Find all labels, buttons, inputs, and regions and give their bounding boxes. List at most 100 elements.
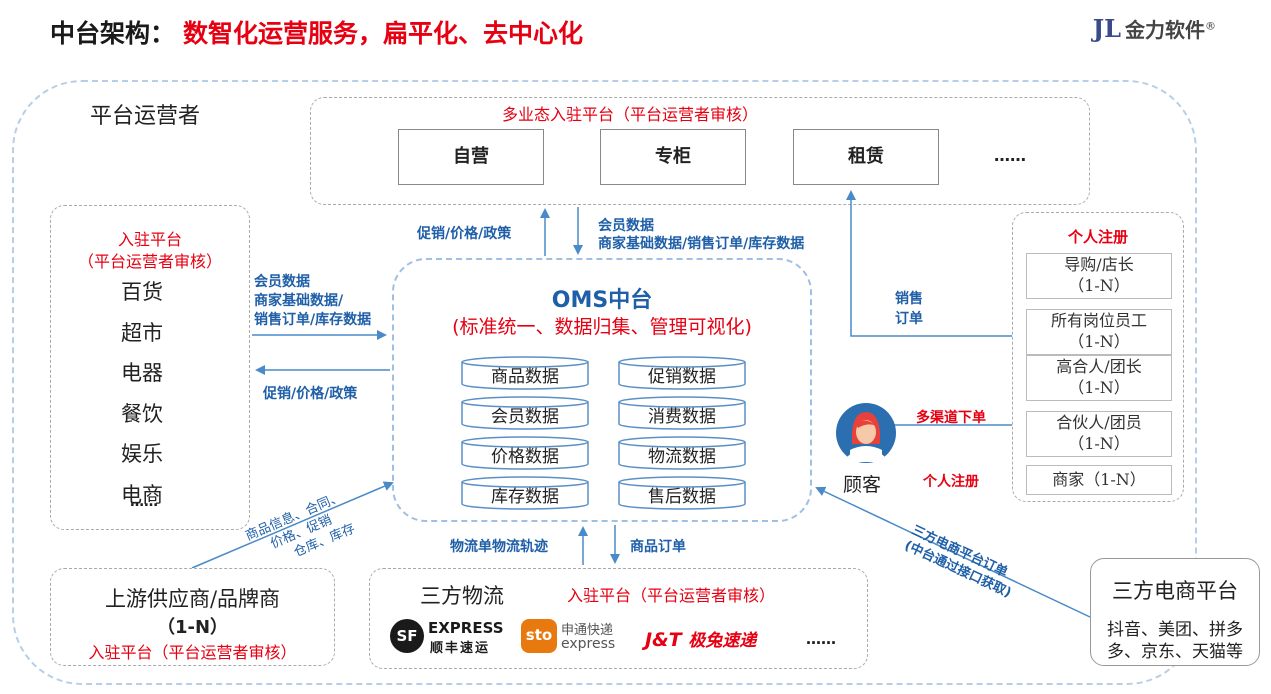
logistics-title: 三方物流	[420, 584, 504, 608]
ecommerce-list: 抖音、美团、拼多 多、京东、天猫等	[1090, 619, 1260, 663]
customer-avatar-icon	[836, 403, 896, 463]
left-platform-list: 百货 超市 电器 餐饮 娱乐 电商	[121, 272, 163, 515]
db-inventory: 库存数据	[461, 476, 589, 510]
supplier-count: （1-N）	[156, 617, 229, 638]
operator-label: 平台运营者	[90, 104, 201, 129]
label-left-in-3: 销售订单/库存数据	[254, 312, 372, 328]
label-product-order: 商品订单	[630, 539, 686, 555]
arrow-personal-to-top	[846, 190, 1012, 337]
label-sales-1: 销售	[895, 291, 923, 307]
sto-line1: 申通快递	[561, 623, 614, 638]
label-left-in-2: 商家基础数据/	[254, 293, 344, 309]
jt-mark: J&T	[645, 629, 682, 651]
page-title-highlight: 数智化运营服务，扁平化、去中心化	[183, 19, 584, 48]
left-platform-title: 入驻平台	[117, 230, 182, 249]
arrow-supplier-to-oms	[191, 481, 394, 569]
ecommerce-box	[1090, 558, 1260, 666]
logo-mark: JL	[1092, 14, 1121, 43]
jt-text: 极兔速递	[688, 631, 757, 651]
db-consumption: 消费数据	[618, 396, 746, 430]
database-icon	[618, 396, 746, 430]
db-promotion: 促销数据	[618, 356, 746, 390]
role-group-leader-name: 高合人/团长	[1056, 357, 1142, 376]
logo-text: 金力软件	[1125, 18, 1205, 42]
db-promotion-label: 促销数据	[648, 367, 716, 387]
supplier-note: 入驻平台（平台运营者审核）	[88, 643, 297, 662]
role-partner-name: 合伙人/团员	[1056, 413, 1142, 432]
supplier-title: 上游供应商/品牌商	[104, 587, 281, 611]
db-member: 会员数据	[461, 396, 589, 430]
jt-express-logo: J&T 极兔速递	[645, 626, 756, 651]
role-partner-count: （1-N）	[1068, 434, 1130, 453]
database-icon	[461, 356, 589, 390]
role-all-staff-count: （1-N）	[1068, 332, 1130, 351]
platform-operator-boundary	[12, 80, 1197, 685]
ecommerce-line2: 多、京东、天猫等	[1107, 642, 1243, 662]
database-icon	[618, 436, 746, 470]
label-sales-2: 订单	[895, 311, 923, 327]
sto-mark: sto	[521, 619, 557, 653]
database-icon	[461, 436, 589, 470]
role-merchant-name: 商家（1-N）	[1052, 470, 1146, 489]
sf-mark: SF	[390, 619, 424, 653]
multi-format-platform-title: 多业态入驻平台（平台运营者审核）	[501, 105, 758, 124]
db-product: 商品数据	[461, 356, 589, 390]
db-price-label: 价格数据	[491, 447, 559, 467]
role-all-staff: 所有岗位员工 （1-N）	[1026, 309, 1172, 355]
role-group-leader: 高合人/团长 （1-N）	[1026, 355, 1172, 401]
customer-label: 顾客	[843, 474, 882, 496]
logistics-more: ……	[806, 630, 836, 648]
personal-register-title: 个人注册	[1067, 228, 1128, 246]
category-entertainment: 娱乐	[121, 442, 163, 466]
label-left-in-1: 会员数据	[254, 274, 310, 290]
role-partner: 合伙人/团员 （1-N）	[1026, 411, 1172, 457]
sto-express-logo: sto 申通快递 express	[521, 617, 631, 655]
db-after-sales: 售后数据	[618, 476, 746, 510]
db-product-label: 商品数据	[491, 367, 559, 387]
db-after-sales-label: 售后数据	[648, 487, 716, 507]
database-icon	[461, 476, 589, 510]
label-top-down-1: 会员数据	[598, 218, 654, 234]
label-left-out: 促销/价格/政策	[263, 386, 358, 402]
format-self-operated: 自营	[398, 129, 544, 185]
db-price: 价格数据	[461, 436, 589, 470]
oms-subtitle: (标准统一、数据归集、管理可视化)	[452, 316, 752, 338]
sf-line1: EXPRESS	[428, 619, 504, 637]
label-top-up: 促销/价格/政策	[417, 226, 512, 242]
db-logistics-label: 物流数据	[648, 447, 716, 467]
role-all-staff-name: 所有岗位员工	[1050, 311, 1147, 330]
label-logistics-track: 物流单物流轨迹	[450, 539, 548, 555]
ecommerce-line1: 抖音、美团、拼多	[1107, 620, 1243, 640]
role-shopping-guide-name: 导购/店长	[1064, 255, 1134, 274]
format-leasing: 租赁	[793, 129, 939, 185]
role-group-leader-count: （1-N）	[1068, 378, 1130, 397]
registered-mark: ®	[1205, 19, 1216, 33]
database-icon	[618, 356, 746, 390]
category-electronics: 电器	[121, 361, 163, 385]
supplier-box	[50, 568, 335, 666]
category-catering: 餐饮	[121, 401, 163, 426]
format-more: ……	[994, 146, 1026, 165]
left-platform-more: ……	[130, 494, 158, 510]
role-shopping-guide: 导购/店长 （1-N）	[1026, 253, 1172, 299]
db-inventory-label: 库存数据	[491, 487, 559, 507]
category-supermarket: 超市	[121, 320, 163, 345]
database-icon	[618, 476, 746, 510]
oms-box	[392, 258, 812, 522]
left-platform-box	[50, 205, 250, 530]
label-multi-channel: 多渠道下单	[916, 410, 986, 426]
ecommerce-title: 三方电商平台	[1112, 579, 1238, 603]
sto-line2: express	[561, 636, 616, 652]
database-icon	[461, 396, 589, 430]
logistics-box	[369, 568, 868, 669]
db-member-label: 会员数据	[491, 407, 559, 427]
format-counter: 专柜	[600, 129, 746, 185]
oms-title: OMS中台	[551, 288, 653, 313]
category-department-store: 百货	[121, 280, 163, 304]
logistics-note: 入驻平台（平台运营者审核）	[567, 586, 776, 605]
sf-line2: 顺丰速运	[430, 641, 491, 656]
category-ecommerce: 电商	[121, 482, 163, 507]
sf-express-logo: SF EXPRESS 顺丰速运	[390, 617, 510, 656]
